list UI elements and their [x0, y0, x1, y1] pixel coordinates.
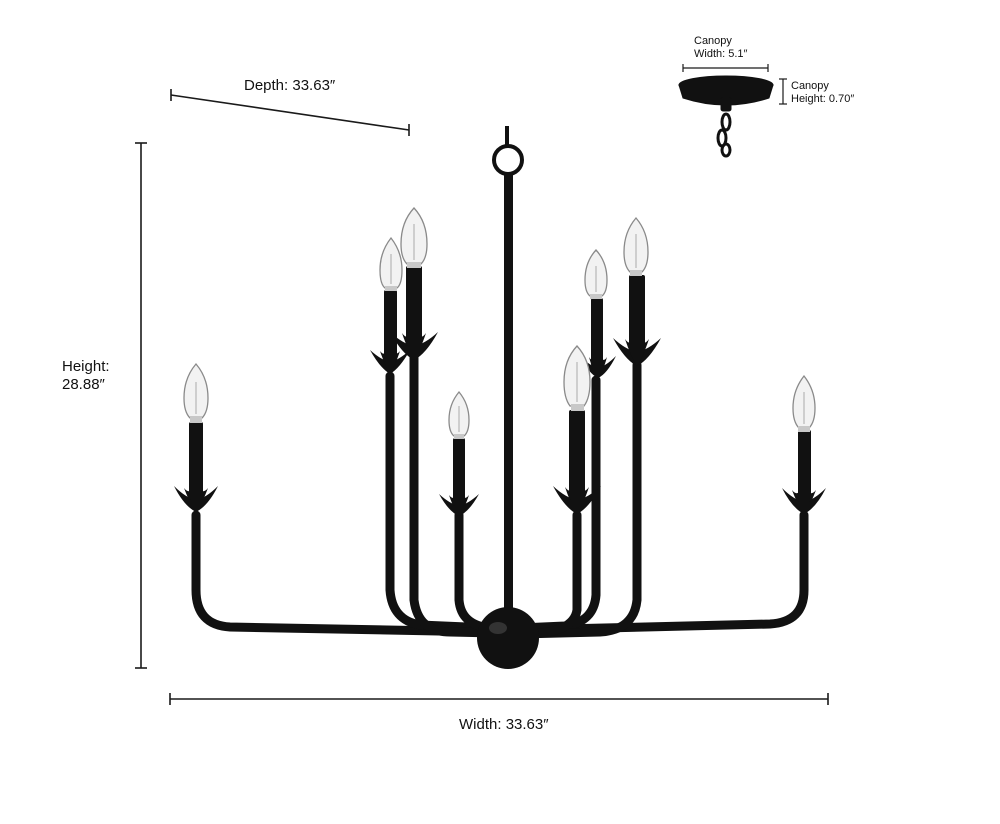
height-label: Height: 28.88″: [62, 358, 110, 394]
width-dimension-line: [169, 693, 829, 705]
canopy-width-label-value: Width: 5.1″: [694, 48, 748, 60]
canopy-width-line: [682, 64, 769, 72]
height-label-value: 28.88″: [62, 376, 105, 393]
canopy-illustration: [678, 75, 774, 158]
depth-label: Depth: 33.63″: [244, 77, 335, 95]
width-label-name: Width:: [459, 716, 502, 733]
canopy-height-label-value: Height: 0.70″: [791, 93, 855, 105]
height-dimension-line: [135, 142, 147, 669]
depth-label-name: Depth:: [244, 77, 289, 94]
chandelier-illustration: [174, 126, 826, 669]
canopy-height-label: Canopy Height: 0.70″: [791, 80, 854, 106]
depth-dimension-line: [170, 89, 410, 136]
canopy-width-label: Canopy Width: 5.1″: [694, 35, 747, 61]
depth-label-value: 33.63″: [292, 77, 336, 94]
width-label-value: 33.63″: [505, 716, 549, 733]
canopy-width-label-name: Canopy: [694, 35, 732, 47]
height-label-name: Height:: [62, 358, 110, 375]
canopy-height-label-name: Canopy: [791, 80, 829, 92]
width-label: Width: 33.63″: [459, 716, 549, 734]
canopy-height-line: [779, 78, 787, 105]
